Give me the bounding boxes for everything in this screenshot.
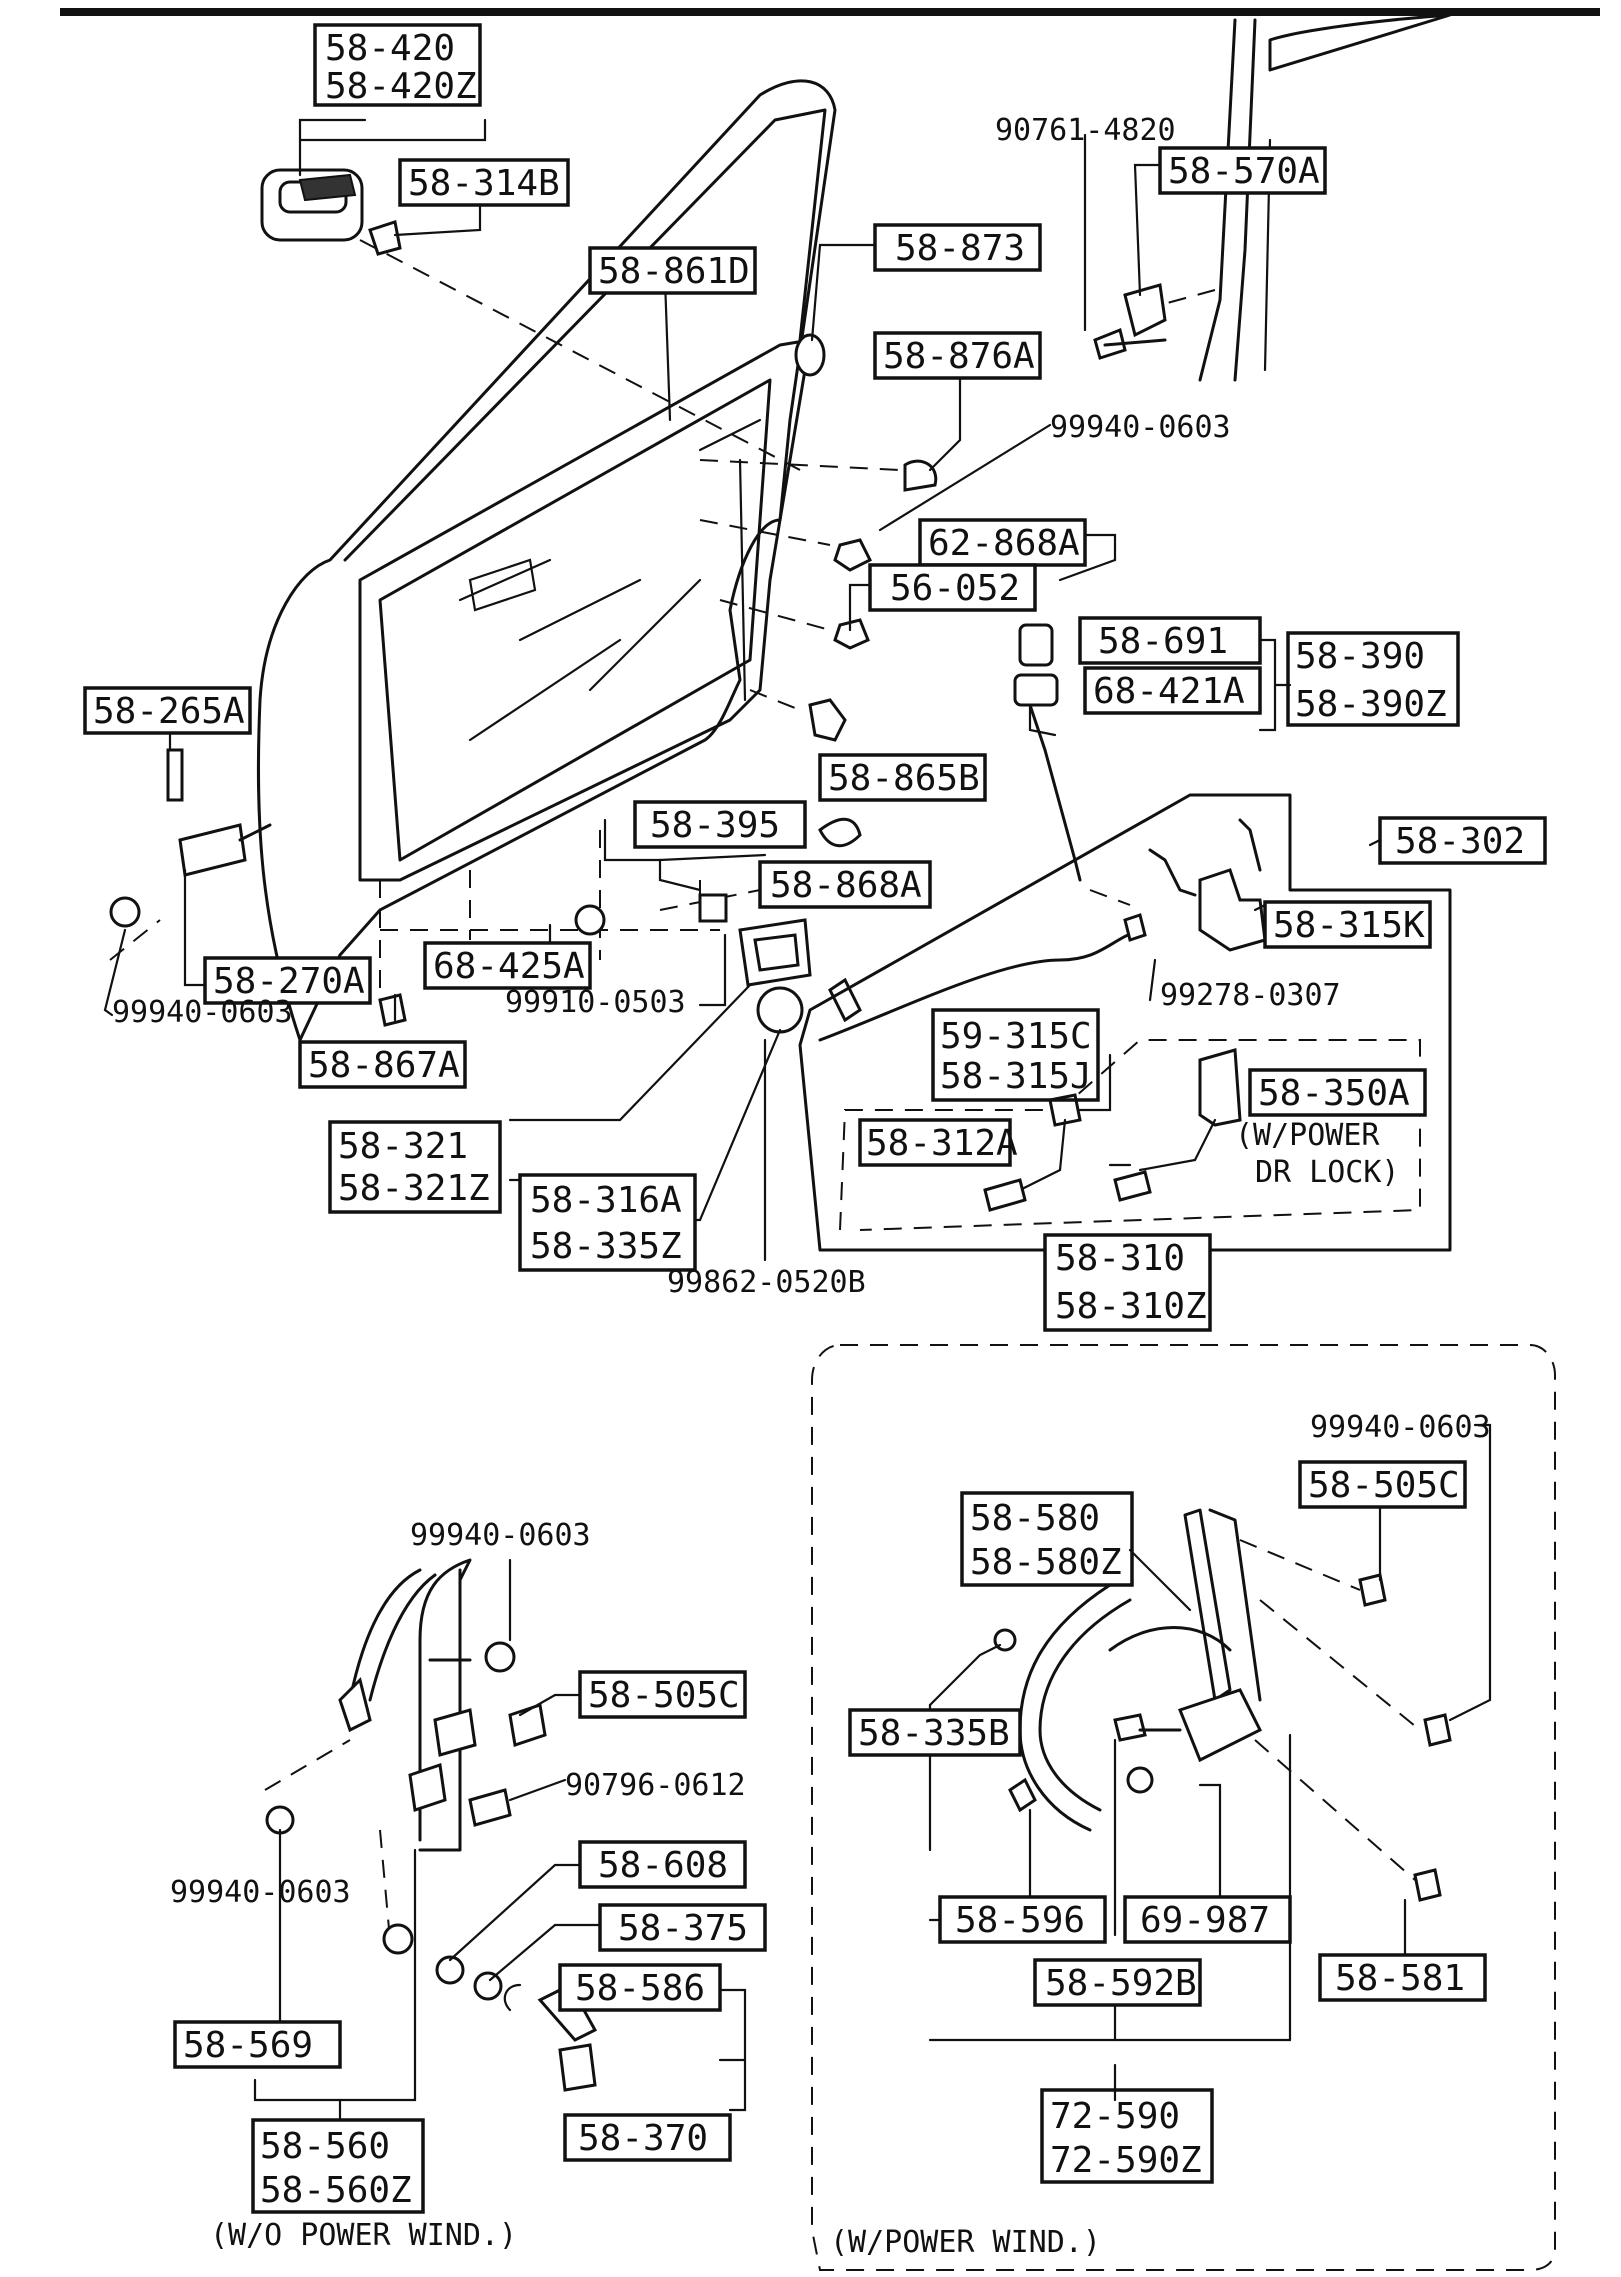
- lock-assembly-outline: [798, 793, 1452, 1252]
- label-58-569: 58-569: [183, 2025, 313, 2066]
- label-58-868a: 58-868A: [770, 865, 922, 906]
- label-68-421a: 68-421A: [1093, 671, 1245, 712]
- label-58-873: 58-873: [895, 228, 1025, 269]
- label-58-335z: 58-335Z: [530, 1226, 682, 1267]
- label-99940-0603-manual-left: 99940-0603: [170, 1875, 351, 1910]
- label-99940-0603-power: 99940-0603: [1310, 1410, 1491, 1445]
- label-99910-0503: 99910-0503: [505, 985, 686, 1020]
- label-58-560: 58-560: [260, 2126, 390, 2167]
- label-58-395: 58-395: [650, 805, 780, 846]
- label-99940-0603-left: 99940-0603: [112, 995, 293, 1030]
- label-62-868a: 62-868A: [928, 523, 1080, 564]
- label-58-505c-manual: 58-505C: [588, 1675, 740, 1716]
- label-boxes: [83, 23, 1547, 2162]
- label-99278-0307: 99278-0307: [1160, 978, 1341, 1013]
- box-58-321: [328, 1120, 502, 1214]
- label-58-865b: 58-865B: [828, 758, 980, 799]
- label-58-608: 58-608: [598, 1845, 728, 1886]
- label-58-691: 58-691: [1098, 621, 1228, 662]
- label-58-350a: 58-350A: [1258, 1073, 1410, 1114]
- label-56-052: 56-052: [890, 568, 1020, 609]
- label-58-592b: 58-592B: [1045, 1963, 1197, 2004]
- label-58-580z: 58-580Z: [970, 1542, 1122, 1583]
- label-58-321z: 58-321Z: [338, 1168, 490, 1209]
- label-58-861d: 58-861D: [598, 251, 750, 292]
- label-58-596: 58-596: [955, 1900, 1085, 1941]
- label-58-335b: 58-335B: [858, 1713, 1010, 1754]
- label-58-505c-power: 58-505C: [1308, 1465, 1460, 1506]
- label-58-302: 58-302: [1395, 821, 1525, 862]
- note-w-power-lock-1: (W/POWER: [1235, 1118, 1380, 1153]
- label-58-321: 58-321: [338, 1126, 468, 1167]
- label-99940-0603-manual-top: 99940-0603: [410, 1518, 591, 1553]
- label-58-310z: 58-310Z: [1055, 1286, 1207, 1327]
- label-58-876a: 58-876A: [883, 336, 1035, 377]
- door-shell: [256, 79, 837, 1042]
- box-58-560: [251, 2118, 425, 2214]
- label-99940-0603-top: 99940-0603: [1050, 410, 1231, 445]
- label-72-590: 72-590: [1050, 2096, 1180, 2137]
- label-72-590z: 72-590Z: [1050, 2140, 1202, 2181]
- label-58-390: 58-390: [1295, 636, 1425, 677]
- label-58-270a: 58-270A: [213, 961, 365, 1002]
- label-58-265a: 58-265A: [93, 691, 245, 732]
- box-59-315c: [931, 1008, 1100, 1102]
- label-58-581: 58-581: [1335, 1958, 1465, 1999]
- label-99862-0520b: 99862-0520B: [667, 1265, 866, 1300]
- power-regulator: [811, 1344, 1556, 2271]
- label-58-310: 58-310: [1055, 1238, 1185, 1279]
- label-58-315j: 58-315J: [940, 1056, 1092, 1097]
- door-check: [109, 748, 407, 1027]
- label-58-420: 58-420: [325, 28, 455, 69]
- label-68-425a: 68-425A: [433, 946, 585, 987]
- label-58-375: 58-375: [618, 1908, 748, 1949]
- label-58-570a: 58-570A: [1168, 151, 1320, 192]
- label-58-867a: 58-867A: [308, 1045, 460, 1086]
- label-58-312a: 58-312A: [866, 1123, 1018, 1164]
- box-72-590: [1040, 2088, 1214, 2184]
- door-dashed-leaders: [109, 239, 1216, 1000]
- part-labels: 58-420 58-420Z 58-314B 58-861D 58-873 90…: [93, 28, 1525, 2260]
- label-69-987: 69-987: [1140, 1900, 1270, 1941]
- note-w-power-wind: (W/POWER WIND.): [830, 2225, 1101, 2260]
- label-58-315k: 58-315K: [1273, 905, 1425, 946]
- striker: [1093, 283, 1167, 360]
- label-90796-0612: 90796-0612: [565, 1768, 746, 1803]
- door-small-parts: [574, 333, 1082, 1034]
- label-59-315c: 59-315C: [940, 1016, 1092, 1057]
- label-58-420z: 58-420Z: [325, 66, 477, 107]
- label-58-586: 58-586: [575, 1968, 705, 2009]
- label-58-316a: 58-316A: [530, 1180, 682, 1221]
- box-58-580: [960, 1491, 1134, 1587]
- label-58-580: 58-580: [970, 1498, 1100, 1539]
- note-wo-power-wind: (W/O POWER WIND.): [210, 2218, 517, 2253]
- body-frame: [1198, 13, 1452, 382]
- label-58-370: 58-370: [578, 2118, 708, 2159]
- box-58-390: [1286, 631, 1460, 727]
- note-w-power-lock-2: DR LOCK): [1255, 1155, 1400, 1190]
- label-58-390z: 58-390Z: [1295, 684, 1447, 725]
- label-90761-4820: 90761-4820: [995, 113, 1176, 148]
- inner-handle: [260, 168, 402, 256]
- manual-regulator: [264, 1558, 598, 2092]
- label-58-314b: 58-314B: [408, 163, 560, 204]
- label-58-560z: 58-560Z: [260, 2170, 412, 2211]
